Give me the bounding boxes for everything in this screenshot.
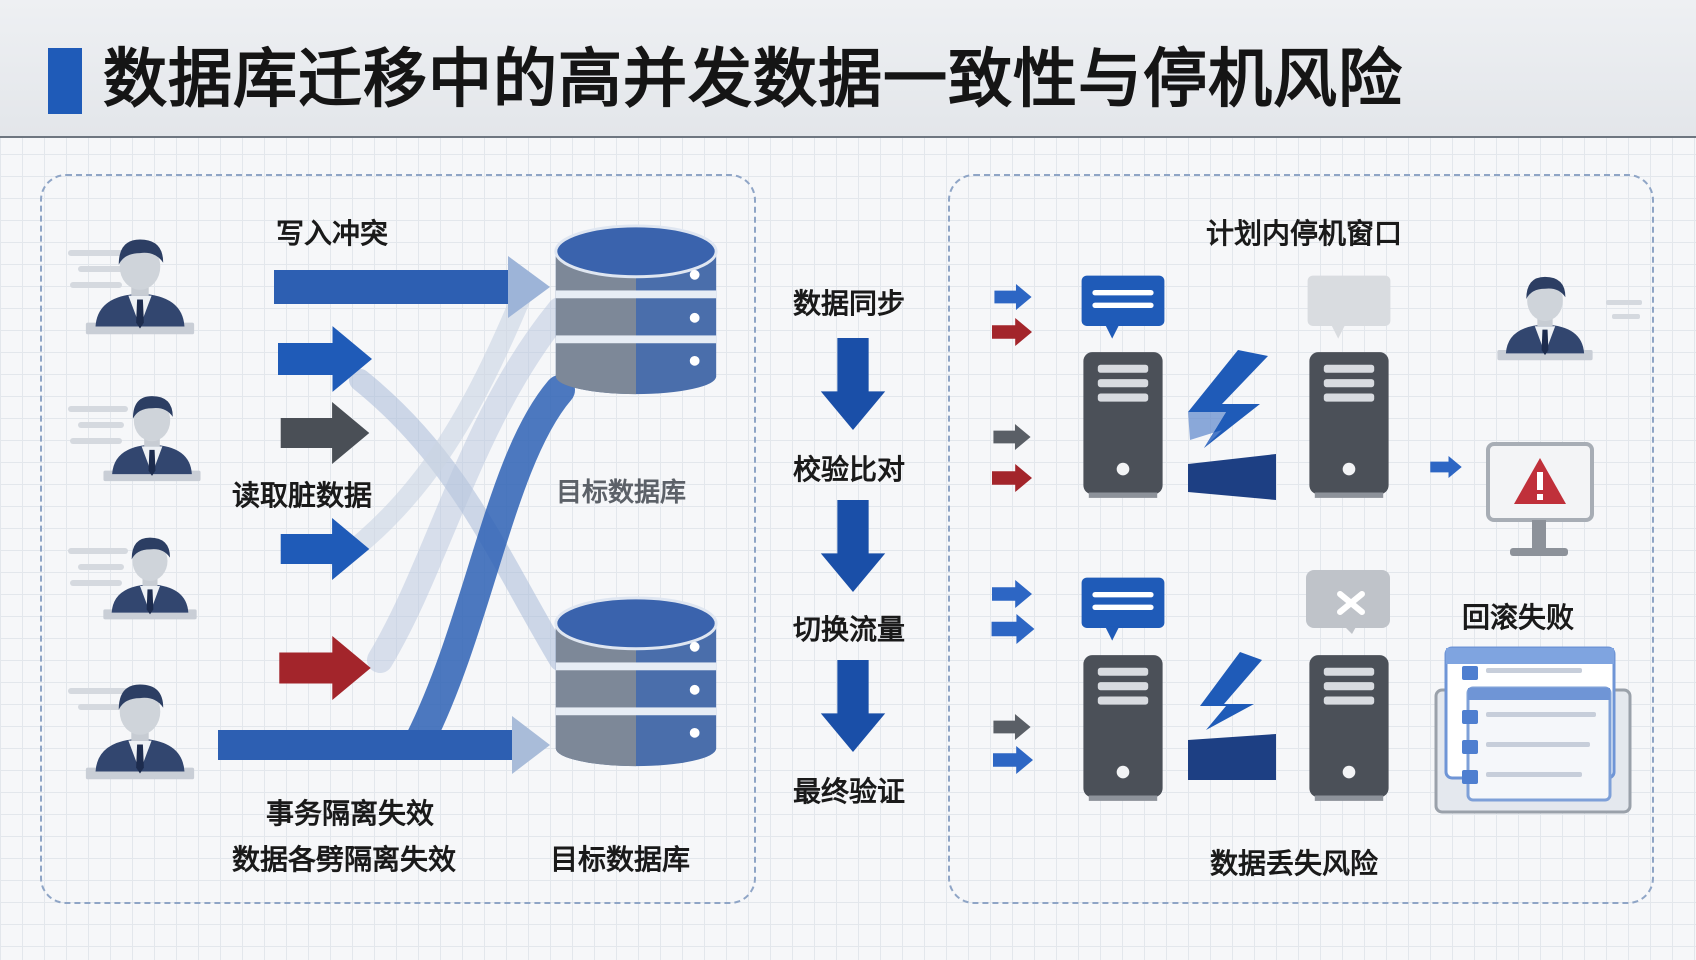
arrow-down-icon xyxy=(820,660,886,752)
database-icon xyxy=(554,224,718,396)
arrow-right-icon xyxy=(992,580,1032,608)
step-verify-compare: 校验比对 xyxy=(793,453,906,486)
document-lines-bg xyxy=(68,250,128,710)
database-icon xyxy=(554,596,718,768)
arrow-right-icon xyxy=(280,402,370,464)
server-icon xyxy=(1309,352,1389,498)
arrow-down-icon xyxy=(820,500,886,592)
arrow-right-icon xyxy=(1430,456,1462,478)
chat-bubble-icon xyxy=(1081,275,1165,339)
arrow-down-icon xyxy=(820,338,886,430)
warning-icon xyxy=(1514,458,1566,504)
lightning-icon xyxy=(1200,652,1262,730)
header: 数据库迁移中的高并发数据一致性与停机风险 xyxy=(0,0,1696,138)
blocked-channel xyxy=(1188,454,1276,500)
step-data-sync: 数据同步 xyxy=(793,287,906,320)
dirty-read-label: 读取脏数据 xyxy=(232,479,373,512)
bottom-flow-arrow xyxy=(218,716,550,774)
step-final-verify: 最终验证 xyxy=(793,775,906,808)
arrow-right-icon xyxy=(993,424,1031,450)
arrow-right-icon xyxy=(992,464,1032,492)
target-db-label: 目标数据库 xyxy=(550,843,691,876)
isolation-failure-label: 事务隔离失效 xyxy=(266,797,435,830)
write-conflict-label: 写入冲突 xyxy=(276,217,389,250)
step-switch-traffic: 切换流量 xyxy=(793,613,906,646)
chat-bubble-icon xyxy=(1081,577,1165,641)
server-icon xyxy=(1309,655,1389,801)
chat-bubble-icon xyxy=(1307,275,1391,339)
lightning-icon xyxy=(1188,350,1268,448)
downtime-window-label: 计划内停机窗口 xyxy=(1206,217,1403,250)
arrow-right-icon xyxy=(993,714,1031,740)
arrow-right-icon xyxy=(993,746,1033,774)
page-title: 数据库迁移中的高并发数据一致性与停机风险 xyxy=(103,43,1403,117)
arrow-right-icon xyxy=(280,518,370,580)
left-panel xyxy=(40,174,756,904)
arrow-right-icon xyxy=(994,284,1032,310)
user-icon xyxy=(85,684,195,780)
broken-chat-icon xyxy=(1306,570,1390,634)
app-window-icon xyxy=(1434,646,1632,814)
target-db-faded-label: 目标数据库 xyxy=(556,478,687,508)
server-icon xyxy=(1083,352,1163,498)
user-icon xyxy=(1497,276,1593,361)
arrow-right-icon xyxy=(279,636,371,700)
data-loss-risk-label: 数据丢失风险 xyxy=(1210,847,1379,880)
rollback-failure-label: 回滚失败 xyxy=(1462,601,1575,634)
document-lines-bg xyxy=(1606,300,1642,319)
server-icon xyxy=(1083,655,1163,801)
flow-ribbons xyxy=(330,290,575,755)
right-panel xyxy=(948,174,1654,904)
isolation-failure-label-2: 数据各劈隔离失效 xyxy=(232,843,457,876)
arrow-right-icon xyxy=(991,614,1035,644)
arrow-right-icon xyxy=(992,318,1032,346)
write-conflict-arrow xyxy=(274,256,550,318)
blocked-channel xyxy=(1188,734,1276,780)
title-accent-bar xyxy=(48,48,82,114)
